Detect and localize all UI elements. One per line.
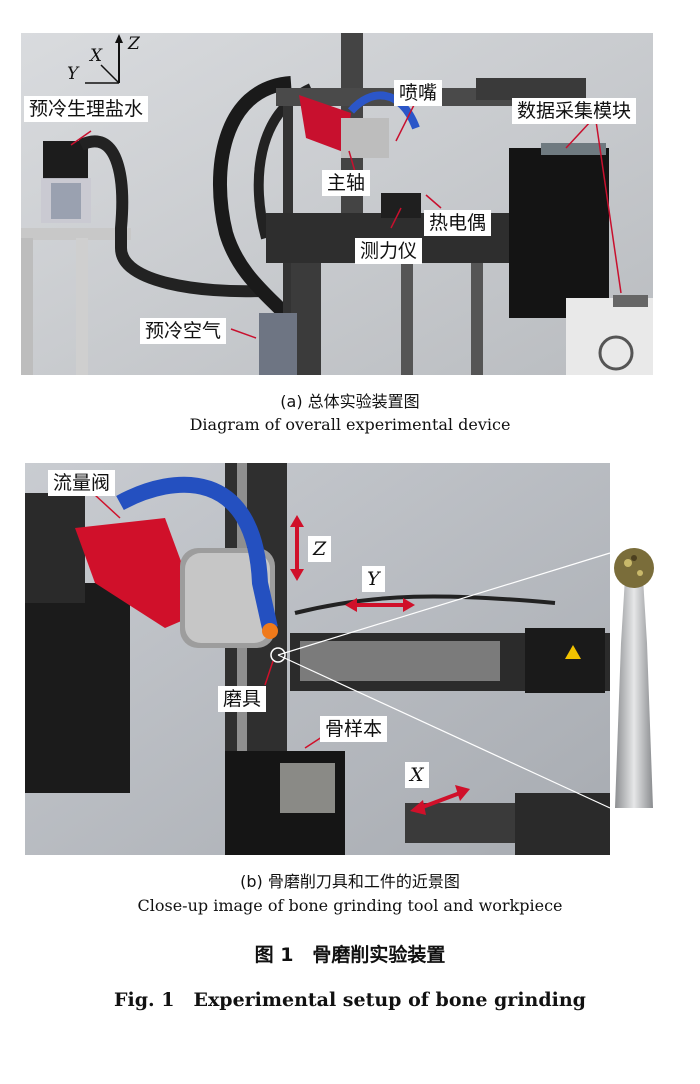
caption-a-chinese: (a) 总体实验装置图 xyxy=(280,392,420,411)
label-bone-sample: 骨样本 xyxy=(320,716,388,742)
label-axis-z: Z xyxy=(308,536,332,562)
label-axis-x: X xyxy=(405,762,429,788)
caption-b-chinese: (b) 骨磨削刀具和工件的近景图 xyxy=(240,872,460,891)
overall-setup-illustration xyxy=(21,33,653,375)
axis-label-x: X xyxy=(90,46,103,66)
label-daq-module: 数据采集模块 xyxy=(512,98,637,124)
label-spindle: 主轴 xyxy=(322,170,371,196)
axis-label-z: Z xyxy=(128,34,140,54)
axis-label-y: Y xyxy=(67,64,79,84)
label-precooled-saline: 预冷生理盐水 xyxy=(24,96,149,122)
label-dynamometer: 测力仪 xyxy=(355,238,423,264)
caption-a-english: Diagram of overall experimental device xyxy=(189,415,511,434)
figure-title-english: Fig. 1 Experimental setup of bone grindi… xyxy=(114,989,586,1011)
label-thermocouple: 热电偶 xyxy=(424,210,492,236)
figure-title-chinese: 图 1 骨磨削实验装置 xyxy=(254,944,446,966)
label-grinding-tool: 磨具 xyxy=(218,686,267,712)
photo-overall-setup xyxy=(21,33,653,375)
label-axis-y: Y xyxy=(362,566,385,592)
closeup-illustration xyxy=(25,463,657,855)
photo-closeup-tool xyxy=(25,463,657,855)
label-nozzle: 喷嘴 xyxy=(394,80,443,106)
label-precooled-air: 预冷空气 xyxy=(140,318,227,344)
label-flow-valve: 流量阀 xyxy=(48,470,116,496)
caption-b-english: Close-up image of bone grinding tool and… xyxy=(137,896,563,915)
